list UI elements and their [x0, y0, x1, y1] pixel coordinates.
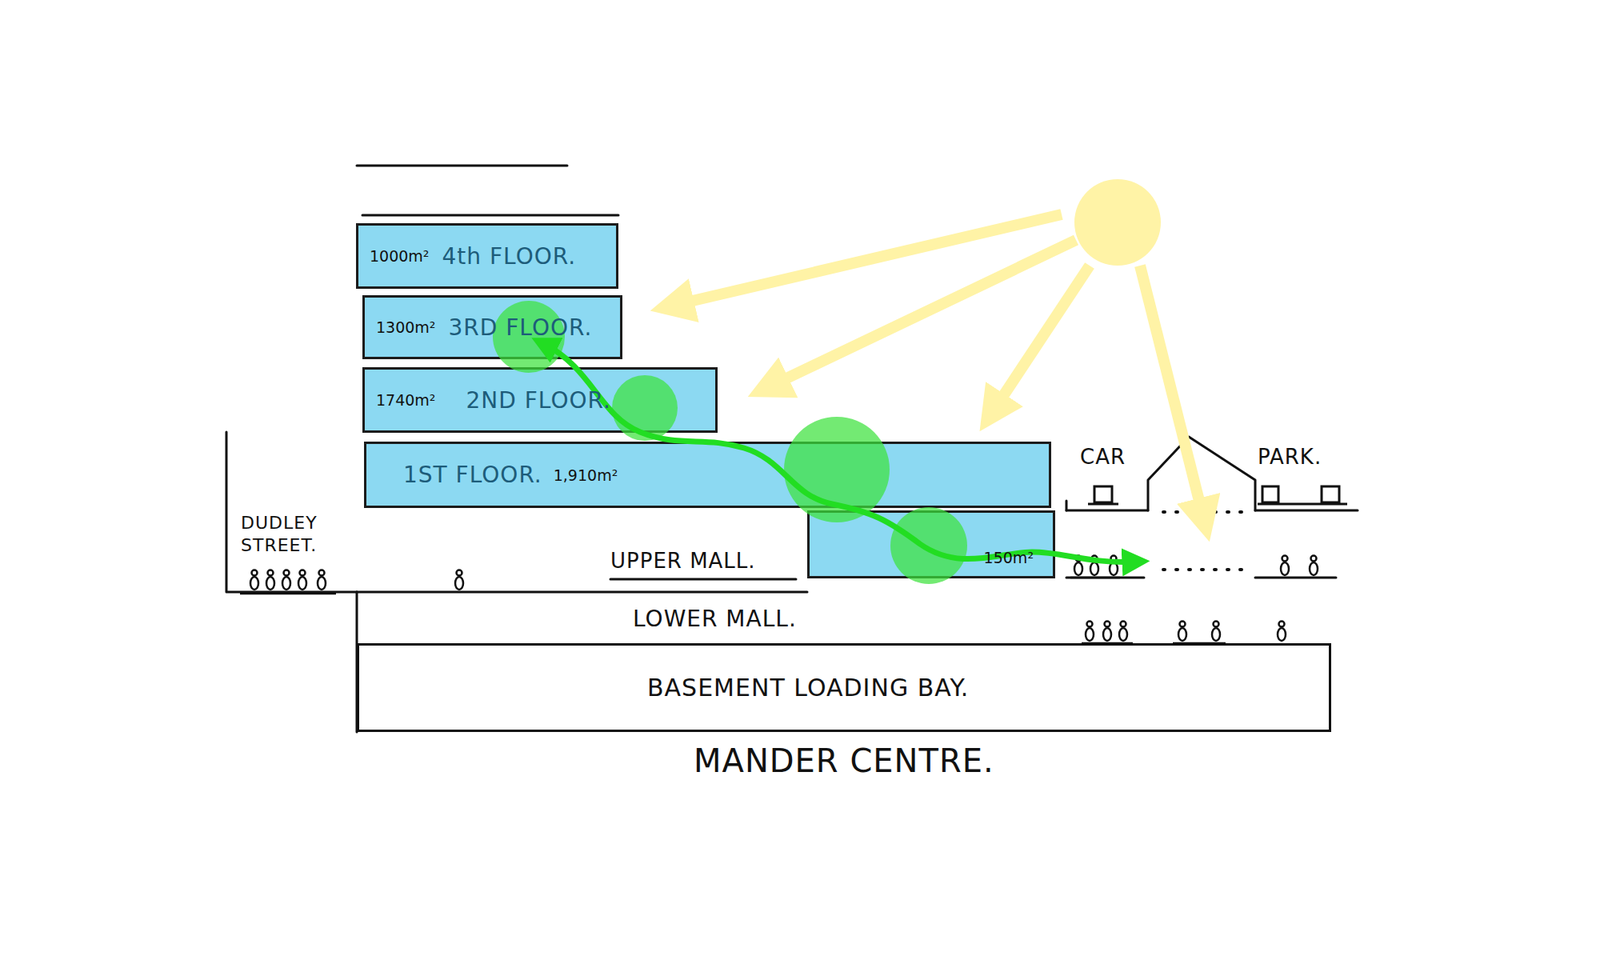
person-body — [1090, 562, 1099, 576]
zone-name: BASEMENT LOADING BAY. — [647, 673, 969, 702]
zone-name: LOWER MALL. — [632, 605, 797, 632]
person-head — [1104, 621, 1111, 628]
person-body — [250, 576, 259, 590]
green-circle — [890, 507, 968, 584]
green-circle — [612, 375, 678, 441]
car-symbol — [1088, 503, 1119, 506]
person-body — [1085, 628, 1094, 641]
floor-band: 1ST FLOOR. 1,910m² — [364, 441, 1052, 508]
person-head — [1311, 556, 1317, 562]
person-head — [1213, 621, 1220, 628]
person-body — [455, 576, 464, 590]
person-body — [1178, 628, 1187, 641]
person-body — [1109, 562, 1118, 576]
person-body — [1309, 562, 1318, 576]
floor-band: 150m² — [807, 510, 1056, 579]
person-head — [1111, 556, 1117, 562]
person-body — [1277, 628, 1286, 641]
car-park-ground — [1066, 509, 1148, 512]
floor-band: 1000m² 4th FLOOR. — [356, 223, 619, 289]
dudley-street-wall — [226, 432, 357, 592]
person-head — [252, 570, 258, 576]
person-head — [268, 570, 274, 576]
floor-area: 1740m² — [376, 391, 436, 409]
post — [1065, 500, 1068, 511]
floor-name: 3RD FLOOR. — [448, 314, 592, 341]
floor-name: 2ND FLOOR. — [465, 387, 611, 414]
floor-band: 1740m² 2ND FLOOR. — [362, 367, 718, 433]
floor-area: 1300m² — [376, 318, 436, 336]
building-label: MANDER CENTRE. — [693, 742, 995, 780]
car-symbol — [1262, 486, 1279, 503]
car-park-ground — [1255, 509, 1358, 512]
person-head — [1279, 621, 1285, 628]
roof-line — [356, 164, 568, 168]
ground-stroke — [240, 592, 336, 596]
sun — [1074, 179, 1161, 266]
floor-name: 1ST FLOOR. — [403, 461, 543, 488]
sun-ray — [1140, 265, 1204, 520]
green-circle — [784, 416, 890, 523]
person-body — [1103, 628, 1112, 641]
car-symbol — [1321, 486, 1340, 503]
person-body — [1280, 562, 1289, 576]
green-circle — [492, 300, 565, 373]
car-symbol — [1257, 503, 1348, 506]
person-head — [1180, 621, 1186, 628]
person-head — [284, 570, 290, 576]
person-head — [1282, 556, 1288, 562]
green-circles — [492, 300, 968, 584]
basement-band: BASEMENT LOADING BAY. — [356, 643, 1332, 732]
car-symbol — [1094, 486, 1112, 503]
upper-mall-ground — [1255, 576, 1336, 580]
person-head — [319, 570, 325, 576]
person-body — [1074, 562, 1083, 576]
floor-area: 1,910m² — [553, 466, 619, 484]
roof-line — [362, 214, 619, 217]
floor-area: 150m² — [984, 548, 1034, 567]
car-symbols — [1088, 486, 1348, 504]
level-label: UPPER MALL. — [610, 548, 756, 573]
person-head — [1120, 621, 1127, 628]
car-park-label: CAR — [1080, 444, 1126, 469]
person-body — [1212, 628, 1220, 641]
car-park-label: PARK. — [1257, 444, 1322, 469]
person-body — [1119, 628, 1128, 641]
street-label: DUDLEY STREET. — [240, 512, 345, 556]
mall-band: LOWER MALL. — [356, 593, 1332, 644]
sun-ray — [992, 265, 1090, 413]
person-head — [1092, 556, 1098, 562]
person-head — [300, 570, 306, 576]
person-body — [266, 576, 275, 590]
floor-name: 4th FLOOR. — [441, 243, 576, 270]
floor-band: 1300m² 3RD FLOOR. — [362, 295, 623, 360]
person-head — [456, 570, 463, 576]
sun-ray — [672, 214, 1062, 306]
person-body — [317, 576, 326, 590]
underline — [610, 578, 796, 581]
green-route-arrow — [544, 344, 1136, 562]
upper-mall-floor — [356, 591, 808, 594]
ground-stroke — [1070, 576, 1120, 580]
person-head — [1076, 556, 1082, 562]
upper-mall-ground — [1066, 576, 1144, 580]
person-body — [298, 576, 307, 590]
person-body — [282, 576, 291, 590]
dotted-line — [1163, 568, 1250, 572]
person-head — [1087, 621, 1093, 628]
floor-area: 1000m² — [369, 247, 429, 265]
